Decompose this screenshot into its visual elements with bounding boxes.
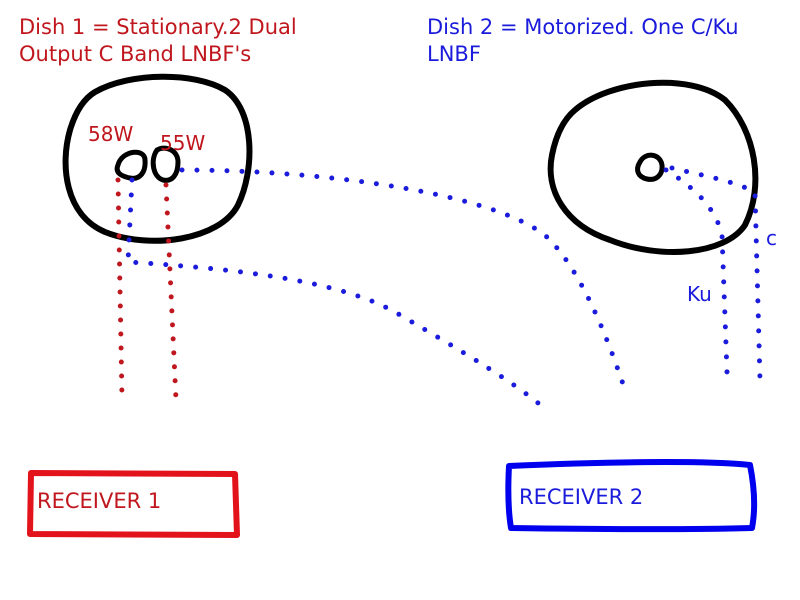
dish-1-title-line-2: Output C Band LNBF's <box>19 42 252 66</box>
dish-1-outline <box>62 73 253 244</box>
ku-cable-label: Ku <box>687 282 712 306</box>
lnbf-55w-outline <box>150 145 181 183</box>
cable-55w-red <box>163 182 179 403</box>
lnbf-55w-label: 55W <box>160 131 206 155</box>
lnbf-58w-label: 58W <box>88 122 134 146</box>
c-cable-label: c <box>766 226 777 250</box>
dish-1-title-line-1: Dish 1 = Stationary.2 Dual <box>19 15 297 39</box>
receiver-1-label: RECEIVER 1 <box>37 489 162 513</box>
cable-58w-blue-to-receiver2 <box>125 177 541 406</box>
dish-2-title-line-2: LNBF <box>427 42 481 66</box>
dish-2-title-line-1: Dish 2 = Motorized. One C/Ku <box>427 15 739 39</box>
cable-55w-blue-to-receiver2 <box>179 167 628 393</box>
cable-58w-red <box>115 177 125 401</box>
lnbf-c-ku-outline <box>635 152 665 182</box>
receiver-2-label: RECEIVER 2 <box>519 485 644 509</box>
cable-c-blue <box>669 165 763 383</box>
dish-2-outline <box>547 79 759 255</box>
lnbf-58w-outline <box>114 149 148 181</box>
receiver-2-box <box>505 459 758 533</box>
receiver-1-box <box>27 470 240 538</box>
cable-ku-blue <box>663 167 730 375</box>
